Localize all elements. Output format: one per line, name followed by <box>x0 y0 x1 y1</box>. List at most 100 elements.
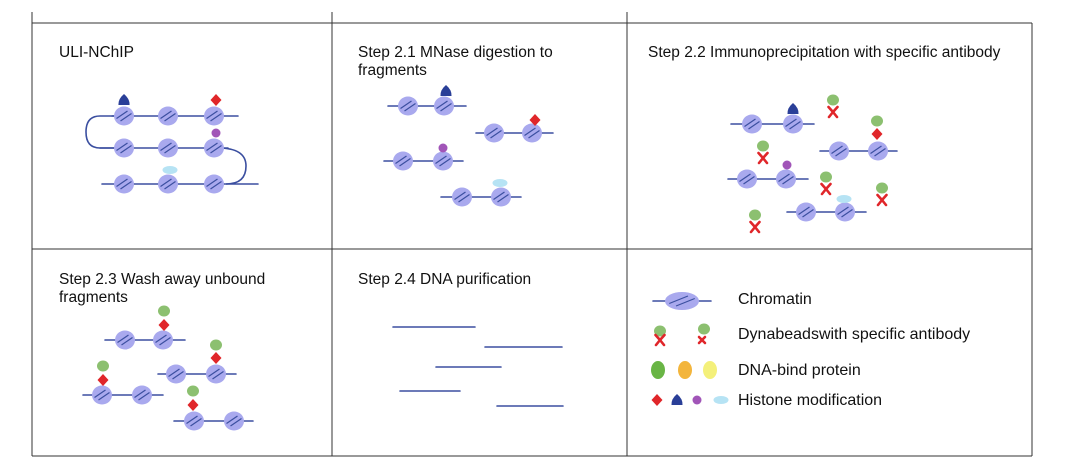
nucleosome <box>153 330 173 350</box>
panel-title-uli-nchip: ULI-NChIP <box>59 44 134 61</box>
nucleosome-dna-wrap <box>497 194 509 203</box>
nucleosome-dna-wrap <box>835 148 847 157</box>
cyan-modification-icon <box>162 166 178 174</box>
nucleosome-dna-wrap <box>168 368 180 377</box>
nucleosome <box>665 292 699 310</box>
nucleosome-dna-wrap <box>739 173 751 182</box>
nucleosome-dna-wrap <box>798 206 810 215</box>
nucleosome <box>452 187 472 207</box>
dynabead-icon <box>871 115 883 127</box>
nucleosome-dna-wrap <box>226 415 238 424</box>
nucleosome <box>491 187 511 207</box>
nucleosome-dna-wrap <box>210 145 222 154</box>
nucleosome-dna-wrap <box>874 148 886 157</box>
nucleosome-dna-wrap <box>782 176 794 185</box>
nucleosome-dna-wrap <box>230 418 242 427</box>
nucleosome-dna-wrap <box>528 130 540 139</box>
nucleosome-dna-wrap <box>98 392 110 401</box>
blue-modification-icon <box>440 85 452 96</box>
purple-modification-icon <box>438 143 448 153</box>
nucleosome <box>434 96 454 116</box>
legend-label-chromatin: Chromatin <box>738 291 812 308</box>
nucleosome <box>776 169 796 189</box>
nucleosome <box>783 114 803 134</box>
nucleosome-dna-wrap <box>831 145 843 154</box>
antibody-icon <box>757 151 769 165</box>
nucleosome-dna-wrap <box>743 176 755 185</box>
nucleosome <box>114 138 134 158</box>
nucleosome-dna-wrap <box>399 158 411 167</box>
nucleosome-dna-wrap <box>490 130 502 139</box>
nucleosome-dna-wrap <box>870 145 882 154</box>
panel-title-immunoprecipitation: Step 2.2 Immunoprecipitation with specif… <box>648 44 1001 61</box>
red-modification-icon <box>529 114 541 126</box>
cyan-modification-icon <box>713 396 729 404</box>
nucleosome <box>522 123 542 143</box>
nucleosome-dna-wrap <box>208 368 220 377</box>
nucleosome-dna-wrap <box>116 142 128 151</box>
dynabead-icon <box>876 182 888 194</box>
nucleosome-dna-wrap <box>164 113 176 122</box>
nucleosome <box>114 106 134 126</box>
nucleosome <box>132 385 152 405</box>
cyan-modification-icon <box>492 179 508 187</box>
nucleosome-dna-wrap <box>155 334 167 343</box>
nucleosome <box>484 123 504 143</box>
red-modification-icon <box>97 374 109 386</box>
nucleosome-dna-wrap <box>458 194 470 203</box>
nucleosome-dna-wrap <box>744 118 756 127</box>
nucleosome <box>433 151 453 171</box>
red-modification-icon <box>210 94 222 106</box>
nucleosome-dna-wrap <box>486 127 498 136</box>
nucleosome-dna-wrap <box>440 103 452 112</box>
nucleosome-dna-wrap <box>439 158 451 167</box>
purple-modification-icon <box>692 395 702 405</box>
nucleosome-dna-wrap <box>206 110 218 119</box>
legend-label-histone-modification: Histone modification <box>738 392 883 409</box>
nucleosome-dna-wrap <box>669 295 689 305</box>
nucleosome-dna-wrap <box>190 418 202 427</box>
nucleosome-dna-wrap <box>164 181 176 190</box>
dna-bind-protein-green-icon <box>651 361 665 379</box>
red-modification-icon <box>210 352 222 364</box>
nucleosome-dna-wrap <box>138 392 150 401</box>
dna-loop-right <box>217 147 247 185</box>
nucleosome <box>398 96 418 116</box>
red-modification-icon <box>187 399 199 411</box>
dynabead-icon <box>757 140 769 152</box>
nucleosome <box>829 141 849 161</box>
nucleosome-dna-wrap <box>210 181 222 190</box>
dna-bind-protein-orange-icon <box>678 361 692 379</box>
red-modification-icon <box>158 319 170 331</box>
dynabead-icon <box>187 385 199 397</box>
nucleosome-dna-wrap <box>134 389 146 398</box>
nucleosome <box>742 114 762 134</box>
dynabead-icon <box>820 171 832 183</box>
dynabead-icon <box>827 94 839 106</box>
blue-modification-icon <box>671 394 683 405</box>
dynabead-icon <box>97 360 109 372</box>
red-modification-icon <box>871 128 883 140</box>
blue-modification-icon <box>118 94 130 105</box>
nucleosome-dna-wrap <box>524 127 536 136</box>
nucleosome-dna-wrap <box>116 110 128 119</box>
nucleosome-dna-wrap <box>160 178 172 187</box>
nucleosome <box>204 138 224 158</box>
dynabead-icon <box>654 325 666 337</box>
purple-modification-icon <box>782 160 792 170</box>
nucleosome-dna-wrap <box>435 155 447 164</box>
nucleosome <box>115 330 135 350</box>
dna-loop-left <box>85 115 122 149</box>
nucleosome-dna-wrap <box>212 371 224 380</box>
blue-modification-icon <box>787 103 799 114</box>
nucleosome <box>204 174 224 194</box>
nucleosome <box>166 364 186 384</box>
nucleosome-dna-wrap <box>120 113 132 122</box>
red-modification-icon <box>651 394 663 406</box>
nucleosome-dna-wrap <box>400 100 412 109</box>
nucleosome <box>206 364 226 384</box>
nucleosome <box>114 174 134 194</box>
nucleosome-dna-wrap <box>395 155 407 164</box>
